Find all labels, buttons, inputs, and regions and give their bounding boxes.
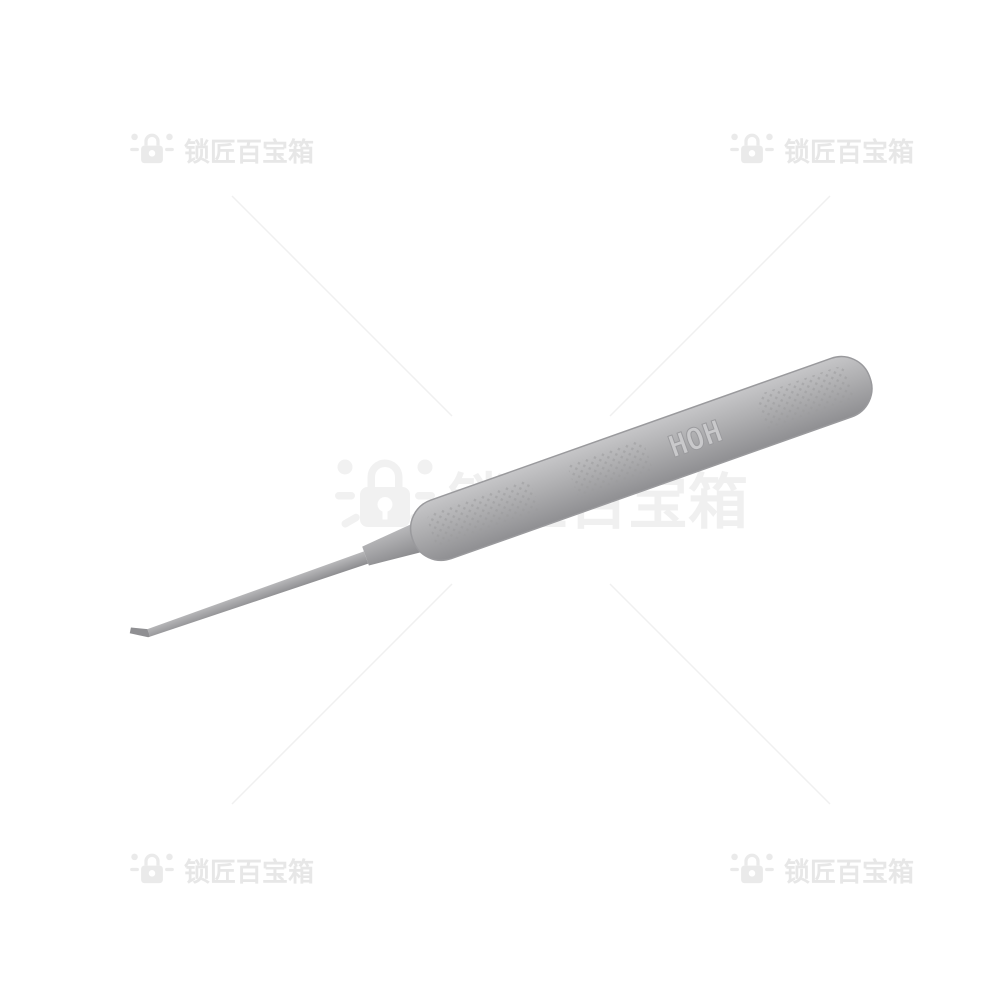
watermark-bottom-left: 锁匠百宝箱 — [128, 846, 314, 894]
pick-shaft — [147, 551, 369, 637]
watermark-line — [609, 195, 831, 417]
grip-pattern — [757, 367, 856, 433]
grip-pattern — [568, 440, 654, 501]
watermark-text: 锁匠百宝箱 — [184, 137, 315, 168]
pick-neck — [362, 523, 423, 566]
lock-logo-icon — [730, 133, 774, 164]
grip-pattern — [427, 480, 541, 551]
watermark-line — [609, 583, 831, 805]
watermark-bottom-right: 锁匠百宝箱 — [728, 846, 914, 894]
watermark-top-right: 锁匠百宝箱 — [728, 126, 914, 174]
lock-logo-icon — [335, 459, 435, 528]
watermark-text: 锁匠百宝箱 — [184, 857, 315, 888]
watermark-text: 锁匠百宝箱 — [784, 857, 915, 888]
watermark-text: 锁匠百宝箱 — [784, 137, 915, 168]
lock-logo-icon — [130, 133, 174, 164]
watermark-line — [231, 583, 453, 805]
watermark-line — [231, 195, 453, 417]
lock-logo-icon — [130, 853, 174, 884]
watermark-top-left: 锁匠百宝箱 — [128, 126, 314, 174]
pick-hook-tip — [129, 627, 151, 638]
lock-logo-icon — [730, 853, 774, 884]
